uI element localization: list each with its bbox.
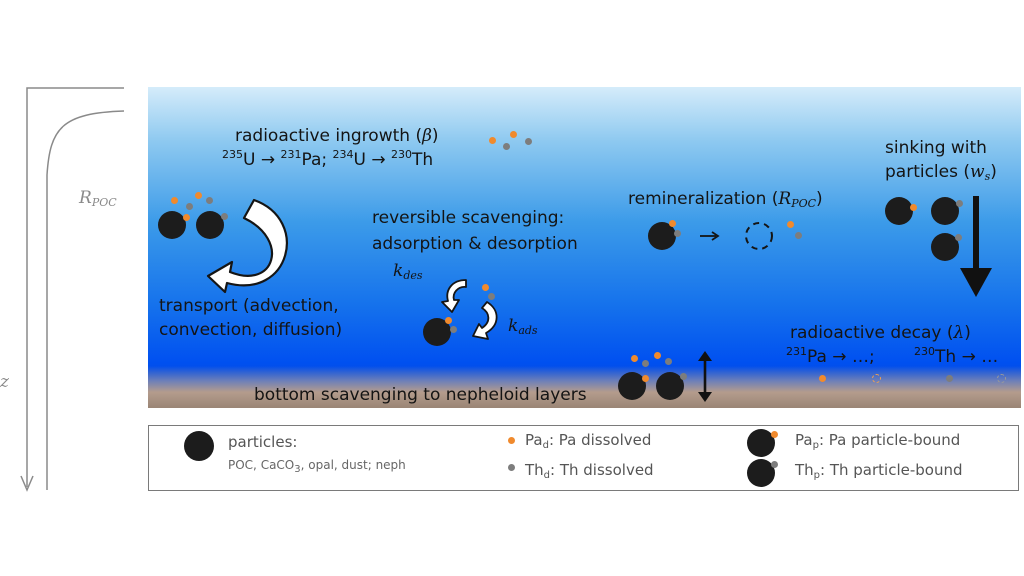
depth-axis-arrowhead (20, 475, 34, 492)
pa-dissolved-dot (195, 192, 202, 199)
pa-bound-dot (445, 317, 452, 324)
decayed-pa-ghost (872, 374, 881, 383)
particle (196, 211, 224, 239)
pa-dissolved-dot (510, 131, 517, 138)
transport-label-line2: convection, diffusion) (159, 320, 343, 340)
legend-th-dissolved-icon (508, 464, 515, 471)
legend-particles-label: particles: (228, 433, 298, 451)
th-dissolved-dot (503, 143, 510, 150)
pa-dissolved-dot (787, 221, 794, 228)
sinking-label-line1: sinking with (885, 138, 987, 158)
ingrowth-equation: 235U → 231Pa; 234U → 230Th (222, 148, 434, 170)
th-dissolved-dot (488, 293, 495, 300)
bottom-scavenging-label: bottom scavenging to nepheloid layers (254, 385, 587, 405)
pa-dissolved-dot (489, 137, 496, 144)
seafloor (148, 366, 1021, 408)
depth-axis (26, 87, 124, 487)
particle (158, 211, 186, 239)
th-dissolved-dot (665, 358, 672, 365)
desorption-arrow (441, 279, 467, 313)
pa-bound-dot (183, 214, 190, 221)
th-dissolved-dot (946, 375, 953, 382)
th-dissolved-dot (186, 203, 193, 210)
legend-particles-list: POC, CaCO3, opal, dust; neph (228, 458, 406, 475)
k-ads-label: kads (508, 316, 538, 337)
th-dissolved-dot (525, 138, 532, 145)
pa-dissolved-dot (631, 355, 638, 362)
legend-pa-particle-label: Pap: Pa particle-bound (795, 431, 961, 451)
legend-th-bound-dot (771, 461, 778, 468)
k-des-label: kdes (393, 261, 423, 282)
sinking-label-line2: particles (ws) (885, 162, 997, 183)
transport-arrow (206, 198, 288, 294)
ocean-water-column (148, 87, 1021, 387)
pa-dissolved-dot (819, 375, 826, 382)
particle (885, 197, 913, 225)
legend-pa-dissolved-icon (508, 437, 515, 444)
legend-th-particle-label: Thp: Th particle-bound (795, 461, 963, 481)
th-dissolved-dot (795, 232, 802, 239)
legend-pa-dissolved-label: Pad: Pa dissolved (525, 431, 652, 451)
th-bound-dot (450, 326, 457, 333)
particle (931, 233, 959, 261)
th-bound-dot (674, 230, 681, 237)
scavenging-label-line1: reversible scavenging: (372, 208, 565, 228)
legend-pa-bound-dot (771, 431, 778, 438)
th-dissolved-dot (642, 360, 649, 367)
th-bound-dot (955, 234, 962, 241)
legend: particles: POC, CaCO3, opal, dust; neph … (148, 425, 1019, 491)
ingrowth-title: radioactive ingrowth (β) (235, 126, 439, 146)
adsorption-arrow (472, 301, 498, 340)
decay-equation-th: 230Th → … (914, 345, 999, 367)
particle (618, 372, 646, 400)
th-bound-dot (221, 213, 228, 220)
legend-th-dissolved-label: Thd: Th dissolved (525, 461, 654, 481)
decayed-th-ghost (997, 374, 1006, 383)
pa-dissolved-dot (171, 197, 178, 204)
th-bound-dot (680, 373, 687, 380)
particle (931, 197, 959, 225)
th-bound-dot (956, 200, 963, 207)
scavenging-label-line2: adsorption & desorption (372, 234, 578, 254)
particle (656, 372, 684, 400)
legend-particle-icon (184, 431, 214, 461)
pa-dissolved-dot (654, 352, 661, 359)
pa-dissolved-dot (482, 284, 489, 291)
pa-bound-dot (642, 375, 649, 382)
remineralization-label: remineralization (RPOC) (628, 189, 823, 210)
rpoc-axis-label: RPOC (79, 188, 117, 209)
pa-bound-dot (910, 204, 917, 211)
pa-bound-dot (669, 220, 676, 227)
decay-equation-pa: 231Pa → …; (786, 345, 875, 367)
rpoc-curve (46, 110, 125, 490)
transport-label-line1: transport (advection, (159, 296, 339, 316)
z-axis-label: z (0, 372, 9, 392)
remineralized-particle-outline (745, 222, 773, 250)
th-dissolved-dot (206, 197, 213, 204)
decay-label: radioactive decay (λ) (790, 323, 971, 343)
legend-pa-particle-icon (747, 429, 775, 457)
legend-th-particle-icon (747, 459, 775, 487)
